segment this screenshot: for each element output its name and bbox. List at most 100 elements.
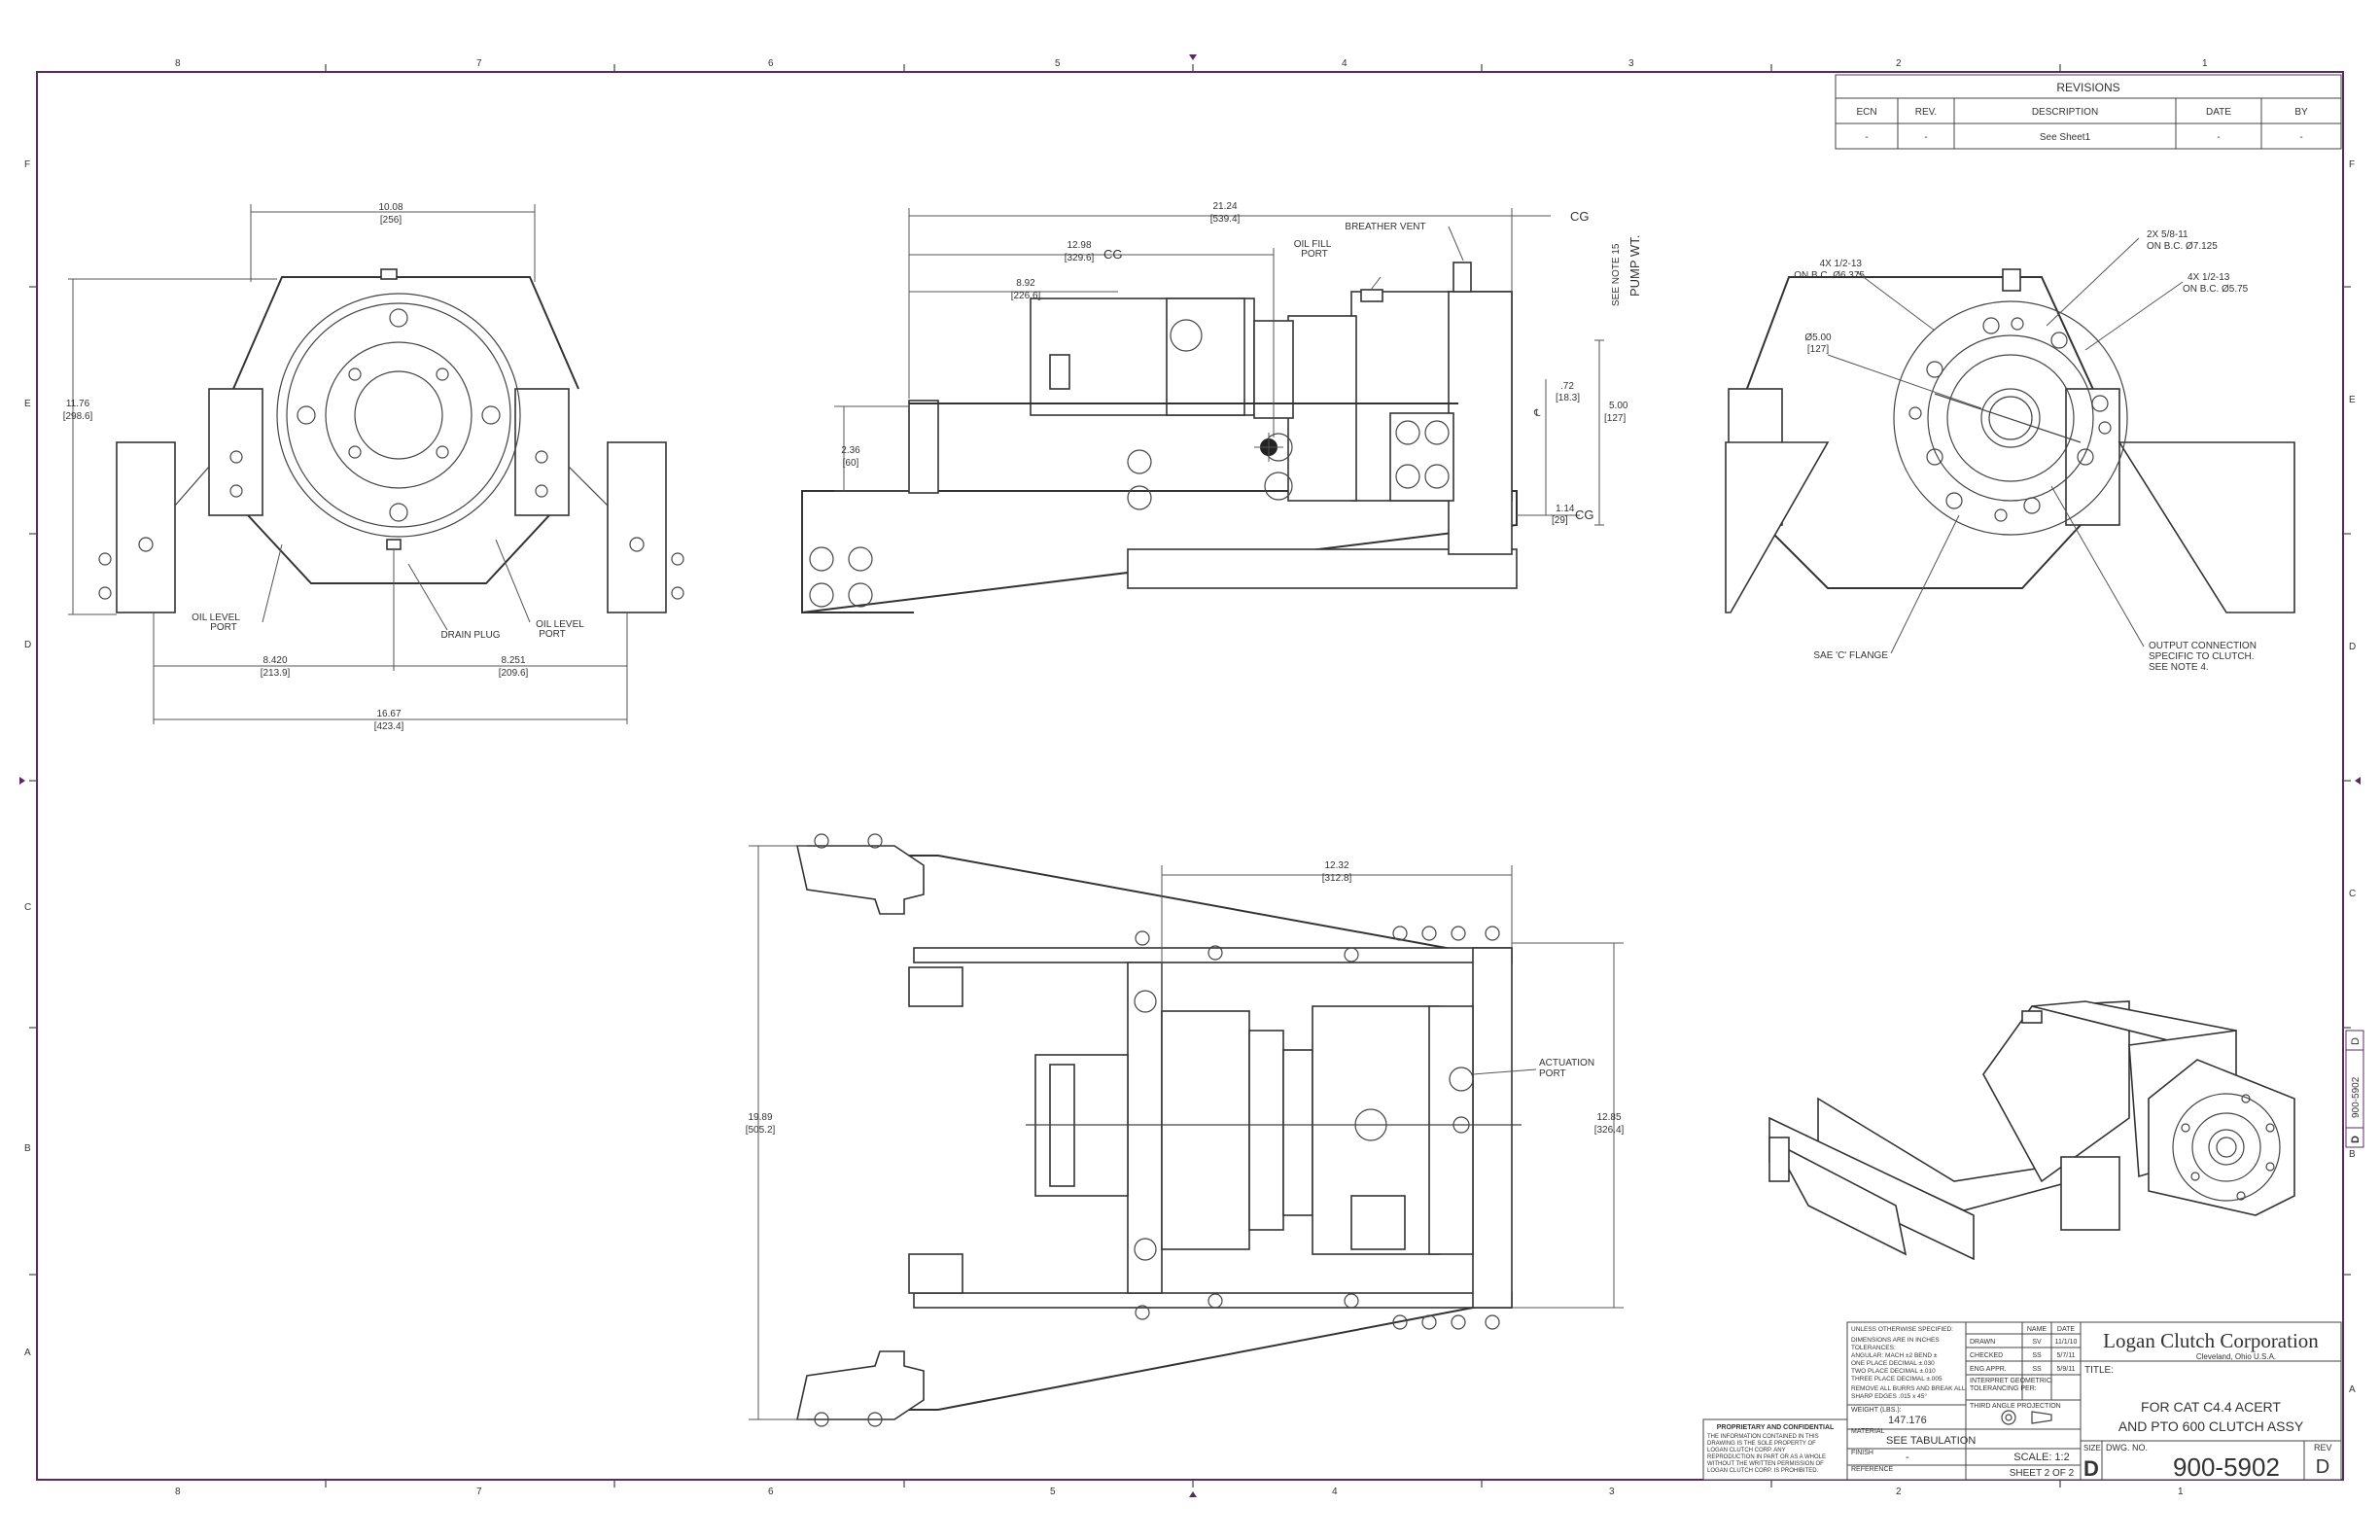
zone-top-1: 1 <box>2202 58 2208 69</box>
top-dim-1232: 12.32 <box>1324 860 1348 871</box>
zone-top-7: 7 <box>476 58 482 69</box>
eng-appr-label: ENG APPR. <box>1970 1366 2007 1373</box>
drawing-title-line2: AND PTO 600 CLUTCH ASSY <box>2118 1418 2304 1434</box>
side-dim-114-mm: [29] <box>1552 515 1568 526</box>
eng-appr-date: 5/9/11 <box>2057 1366 2076 1373</box>
top-view-labels: 12.32 [312.8] 19.89 [505.2] 12.85 [326.4… <box>746 860 1625 1136</box>
zone-right-E: E <box>2349 395 2356 405</box>
tol-line-2: DIMENSIONS ARE IN INCHES <box>1851 1337 1940 1344</box>
checked-name: SS <box>2032 1352 2042 1359</box>
interpret-line1: INTERPRET GEOMETRIC <box>1970 1378 2051 1384</box>
side-dim-892: 8.92 <box>1016 278 1035 289</box>
tol-line-4: ANGULAR: MACH ±2 BEND ± <box>1851 1352 1938 1359</box>
cg-top-label: CG <box>1570 209 1590 224</box>
zone-top-4: 4 <box>1342 58 1348 69</box>
breather-vent-label: BREATHER VENT <box>1345 222 1425 232</box>
side-dim-72-mm: [18.3] <box>1556 393 1580 403</box>
side-dim-236: 2.36 <box>841 445 860 456</box>
company-name: Logan Clutch Corporation <box>2103 1329 2319 1352</box>
diameter-label-mm: [127] <box>1807 344 1829 355</box>
drawn-name: SV <box>2032 1339 2042 1346</box>
tol-line-9: SHARP EDGES .015 x 45° <box>1851 1392 1927 1400</box>
zone-labels-bottom: 8 7 6 5 4 3 2 1 <box>175 1487 2184 1497</box>
zone-right-F: F <box>2349 159 2355 170</box>
oil-level-port-right-line1: OIL LEVEL <box>536 619 584 630</box>
front-dim-right: 8.251 <box>501 655 525 666</box>
oil-fill-port-line1: OIL FILL <box>1294 239 1332 250</box>
tol-line-6: TWO PLACE DECIMAL ±.010 <box>1851 1368 1936 1375</box>
zone-left-B: B <box>24 1143 31 1154</box>
zone-right-B: B <box>2349 1149 2356 1160</box>
top-view-dimensions <box>749 845 1624 1420</box>
border-frame <box>36 71 2344 1481</box>
signoff-date-header: DATE <box>2057 1326 2075 1333</box>
centerline-symbol: ℄ <box>1533 408 1541 419</box>
output-connection-line2: SPECIFIC TO CLUTCH. <box>2149 651 2255 662</box>
checked-label: CHECKED <box>1970 1352 2003 1359</box>
side-stamp-rev: D <box>2350 1037 2362 1045</box>
oil-fill-port-line2: PORT <box>1301 249 1328 260</box>
cg-mid-label: CG <box>1103 247 1123 262</box>
zone-top-2: 2 <box>1896 58 1902 69</box>
top-view-geometry <box>796 833 1522 1427</box>
drawing-title-line1: FOR CAT C4.4 ACERT <box>2141 1399 2281 1415</box>
reference-label: REFERENCE <box>1851 1466 1894 1473</box>
rev-header-date: DATE <box>2206 107 2231 118</box>
cg-low-label: CG <box>1575 508 1594 522</box>
front-view-geometry <box>98 268 684 613</box>
zone-top-6: 6 <box>768 58 774 69</box>
prop-line-6: LOGAN CLUTCH CORP. IS PROHIBITED. <box>1707 1468 1819 1474</box>
eng-appr-name: SS <box>2032 1366 2042 1373</box>
zone-left-A: A <box>24 1348 31 1358</box>
top-dim-1285-mm: [326.4] <box>1594 1125 1625 1136</box>
side-dim-236-mm: [60] <box>843 458 859 469</box>
drawn-label: DRAWN <box>1970 1339 1995 1346</box>
zone-left-E: E <box>24 399 31 409</box>
end-view-labels: 4X 1/2-13 ON B.C. Ø6.375 2X 5/8-11 ON B.… <box>1794 229 2257 673</box>
front-dim-height-mm: [298.6] <box>63 411 93 422</box>
front-dim-right-mm: [209.6] <box>499 668 529 679</box>
proprietary-title: PROPRIETARY AND CONFIDENTIAL <box>1717 1424 1835 1431</box>
tol-line-7: THREE PLACE DECIMAL ±.005 <box>1851 1376 1942 1382</box>
checked-date: 5/7/11 <box>2057 1352 2076 1359</box>
side-stamp-size: D <box>2350 1136 2362 1143</box>
rev-header-rev: REV. <box>1915 107 1937 118</box>
oil-level-port-left-line1: OIL LEVEL <box>192 612 240 623</box>
side-dim-500: 5.00 <box>1609 401 1628 411</box>
prop-line-3: LOGAN CLUTCH CORP. ANY <box>1707 1448 1786 1453</box>
revisions-table: REVISIONS ECN REV. DESCRIPTION DATE BY -… <box>1835 74 2342 150</box>
zone-labels-left: F E D C B A <box>24 159 31 1358</box>
sae-flange-label: SAE 'C' FLANGE <box>1813 650 1888 661</box>
top-dim-1989: 19.89 <box>748 1112 772 1123</box>
side-dim-cg: 12.98 <box>1067 240 1091 251</box>
see-note-15-label: SEE NOTE 15 <box>1611 243 1622 306</box>
prop-line-2: DRAWING IS THE SOLE PROPERTY OF <box>1707 1441 1816 1447</box>
zone-right-D: D <box>2349 642 2356 652</box>
rev-cell-by: - <box>2299 132 2302 143</box>
side-view: 21.24 [539.4] CG 12.98 [329.6] CG 8.92 [… <box>801 201 1642 614</box>
top-view: 12.32 [312.8] 19.89 [505.2] 12.85 [326.4… <box>746 833 1625 1427</box>
top-dim-1232-mm: [312.8] <box>1322 873 1352 884</box>
front-view: 10.08 [256] 11.76 [298.6] 8.420 [213.9] … <box>63 202 684 732</box>
zone-bottom-2: 2 <box>1896 1487 1902 1497</box>
bolt-a-label-line2: ON B.C. Ø6.375 <box>1794 270 1865 281</box>
zone-left-C: C <box>24 902 31 913</box>
bolt-a-label-line1: 4X 1/2-13 <box>1820 259 1863 269</box>
bolt-b-label-line2: ON B.C. Ø7.125 <box>2147 241 2218 252</box>
front-view-labels: 10.08 [256] 11.76 [298.6] 8.420 [213.9] … <box>63 202 585 732</box>
signoff-name-header: NAME <box>2027 1326 2048 1333</box>
oil-level-port-right-line2: PORT <box>539 629 566 640</box>
zone-top-5: 5 <box>1055 58 1061 69</box>
zone-left-F: F <box>24 159 30 170</box>
oil-level-port-left-line2: PORT <box>210 622 237 633</box>
front-dim-overall: 16.67 <box>376 709 401 719</box>
sheet-value: SHEET 2 OF 2 <box>2010 1468 2075 1479</box>
drain-plug-label: DRAIN PLUG <box>440 630 500 641</box>
interpret-line2: TOLERANCING PER: <box>1970 1385 2037 1392</box>
dwg-number: 900-5902 <box>2173 1452 2280 1482</box>
bolt-c-label-line1: 4X 1/2-13 <box>2188 272 2230 283</box>
front-dim-width-mm: [256] <box>380 215 402 226</box>
zone-bottom-3: 3 <box>1609 1487 1615 1497</box>
side-view-dimensions <box>834 208 1604 526</box>
